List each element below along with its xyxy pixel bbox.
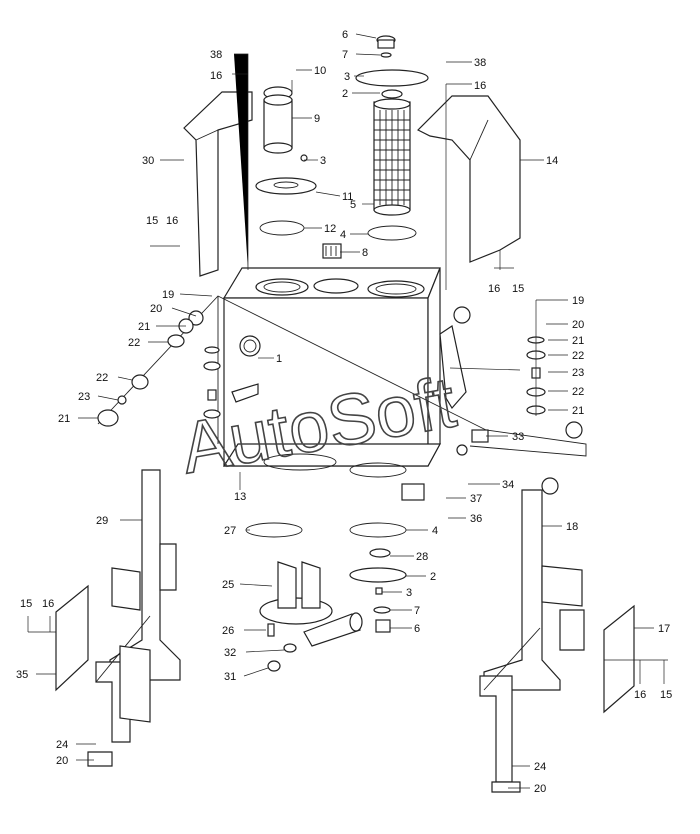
callout-24: 24 xyxy=(56,739,68,751)
callout-23: 23 xyxy=(78,391,90,403)
callout-18: 18 xyxy=(566,521,578,533)
right-cover-plate xyxy=(603,604,635,714)
callout-20: 20 xyxy=(572,319,584,331)
left-side-cover xyxy=(183,91,253,277)
callout-22: 22 xyxy=(96,372,108,384)
callout-8: 8 xyxy=(362,247,368,259)
callout-labels: 38 16 6 7 10 3 2 38 16 9 30 3 14 11 5 15… xyxy=(16,29,672,795)
callout-31: 31 xyxy=(224,671,236,683)
callout-3: 3 xyxy=(344,71,350,83)
callout-21: 21 xyxy=(138,321,150,333)
left-support-bracket xyxy=(87,469,181,767)
callout-21: 21 xyxy=(572,335,584,347)
callout-37: 37 xyxy=(470,493,482,505)
callout-22: 22 xyxy=(572,386,584,398)
callout-16: 16 xyxy=(166,215,178,227)
callout-9: 9 xyxy=(314,113,320,125)
callout-20: 20 xyxy=(534,783,546,795)
callout-34: 34 xyxy=(502,479,514,491)
callout-19: 19 xyxy=(162,289,174,301)
callout-2: 2 xyxy=(342,88,348,100)
callout-33: 33 xyxy=(512,431,524,443)
callout-16: 16 xyxy=(634,689,646,701)
callout-19: 19 xyxy=(572,295,584,307)
callout-16: 16 xyxy=(474,80,486,92)
filler-cap-stack xyxy=(355,35,429,99)
callout-15: 15 xyxy=(660,689,672,701)
callout-17: 17 xyxy=(658,623,670,635)
callout-30: 30 xyxy=(142,155,154,167)
callout-24: 24 xyxy=(534,761,546,773)
callout-26: 26 xyxy=(222,625,234,637)
callout-25: 25 xyxy=(222,579,234,591)
callout-36: 36 xyxy=(470,513,482,525)
callout-27: 27 xyxy=(224,525,236,537)
suction-fitting xyxy=(259,561,363,672)
callout-22: 22 xyxy=(572,350,584,362)
hydraulic-tank xyxy=(222,267,467,501)
leader-lines xyxy=(27,33,668,789)
callout-28: 28 xyxy=(416,551,428,563)
right-support-bracket xyxy=(479,489,585,793)
callout-29: 29 xyxy=(96,515,108,527)
callout-7: 7 xyxy=(342,49,348,61)
callout-21: 21 xyxy=(58,413,70,425)
callout-3: 3 xyxy=(406,587,412,599)
callout-4: 4 xyxy=(340,229,346,241)
drain-parts xyxy=(245,522,407,633)
callout-16: 16 xyxy=(42,598,54,610)
callout-11: 11 xyxy=(342,191,353,203)
callout-22: 22 xyxy=(128,337,140,349)
callout-15: 15 xyxy=(512,283,524,295)
callout-10: 10 xyxy=(314,65,326,77)
callout-20: 20 xyxy=(56,755,68,767)
seal-ring-and-breather xyxy=(322,225,417,259)
callout-7: 7 xyxy=(414,605,420,617)
callout-13: 13 xyxy=(234,491,246,503)
callout-1: 1 xyxy=(276,353,282,365)
callout-2: 2 xyxy=(430,571,436,583)
callout-14: 14 xyxy=(546,155,558,167)
callout-32: 32 xyxy=(224,647,236,659)
callout-38: 38 xyxy=(210,49,222,61)
callout-23: 23 xyxy=(572,367,584,379)
strainer xyxy=(255,86,317,236)
filter-element xyxy=(373,98,411,216)
left-cover-plate xyxy=(55,584,89,692)
right-side-cover xyxy=(416,95,521,263)
callout-6: 6 xyxy=(414,623,420,635)
callout-16: 16 xyxy=(210,70,222,82)
callout-3: 3 xyxy=(320,155,326,167)
callout-20: 20 xyxy=(150,303,162,315)
callout-16: 16 xyxy=(488,283,500,295)
callout-6: 6 xyxy=(342,29,348,41)
callout-15: 15 xyxy=(20,598,32,610)
callout-35: 35 xyxy=(16,669,28,681)
callout-38: 38 xyxy=(474,57,486,69)
callout-21: 21 xyxy=(572,405,584,417)
callout-5: 5 xyxy=(350,199,356,211)
callout-4: 4 xyxy=(432,525,438,537)
callout-15: 15 xyxy=(146,215,158,227)
callout-12: 12 xyxy=(324,223,336,235)
